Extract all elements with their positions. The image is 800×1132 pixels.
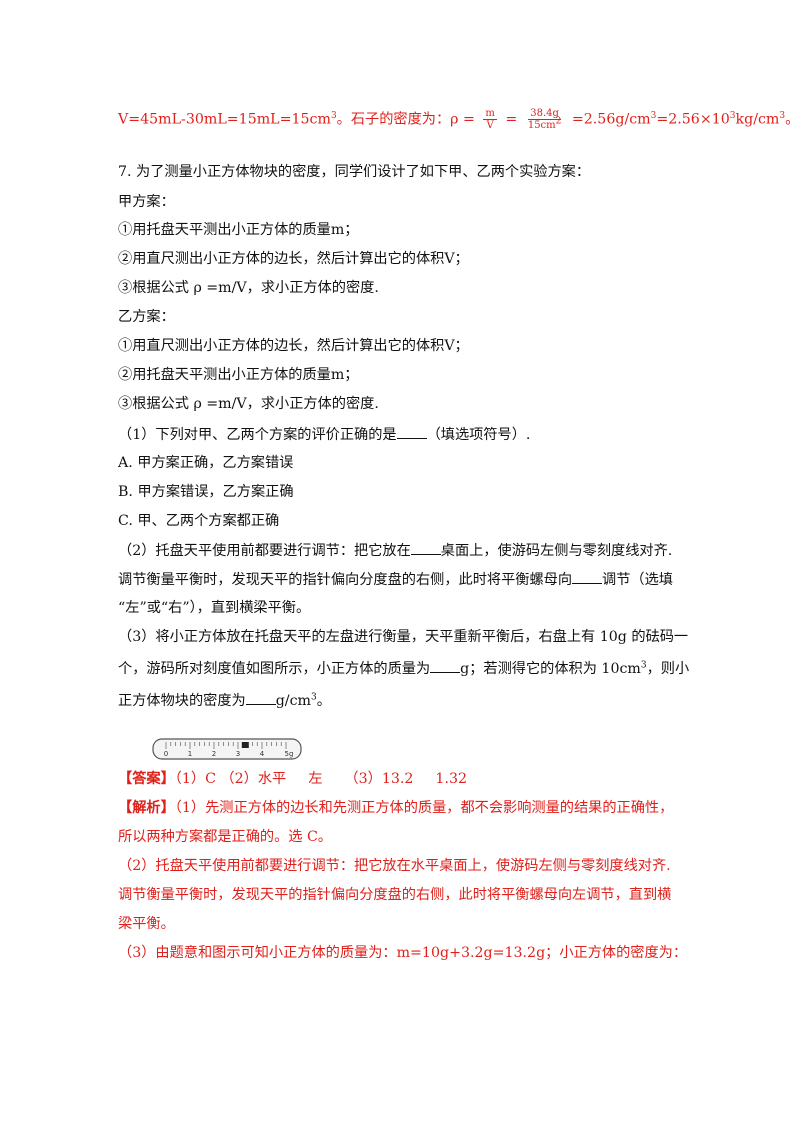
frac-den: 15cm2 <box>526 116 564 131</box>
analysis-text: 调节衡量平衡时，发现天平的指针偏向分度盘的右侧，此时将平衡螺母向左调节，直到横 <box>118 887 672 903</box>
plan-b-step: ①用直尺测出小正方体的边长，然后计算出它的体积V； <box>118 338 469 354</box>
analysis-line: 【解析】（1）先测正方体的边长和先测正方体的质量，都不会影响测量的结果的正确性， <box>118 798 673 818</box>
sup: 3 <box>729 110 736 121</box>
volume-text: V=45mL-30mL=15mL=15cm <box>118 111 331 128</box>
q3-text: g/cm <box>275 693 311 709</box>
sub-question-3-cont: 个，游码所对刻度值如图所示，小正方体的质量为 g；若测得它的体积为 10cm3，则… <box>118 658 689 679</box>
scale-label: 0 <box>164 750 168 758</box>
analysis-text: （3）由题意和图示可知小正方体的质量为：m=10g+3.2g=13.2g；小正方… <box>118 945 688 961</box>
answer-blank <box>410 540 441 555</box>
result-text: =2.56g/cm <box>567 111 651 128</box>
sup: 3 <box>330 110 337 121</box>
answer-text: （1）C （2）水平 <box>174 771 287 787</box>
analysis-text: 梁平衡。 <box>118 916 175 932</box>
equals: = <box>500 111 522 128</box>
answer-text: 左 <box>308 771 323 787</box>
sub-question-3: （3）将小正方体放在托盘天平的左盘进行衡量，天平重新平衡后，右盘上有 10g 的… <box>118 629 689 645</box>
scale-label: 2 <box>212 750 216 758</box>
analysis-text: （1）先测正方体的边长和先测正方体的质量，都不会影响测量的结果的正确性， <box>174 800 674 816</box>
sup: 3 <box>650 110 657 121</box>
q3-text: g；若测得它的体积为 10cm <box>460 661 641 677</box>
sup: 3 <box>640 660 647 671</box>
sub-question-2-cont: “左”或“右”），直到横梁平衡。 <box>118 600 311 616</box>
q1-text: （1）下列对甲、乙两个方案的评价正确的是 <box>118 427 397 443</box>
plan-a-step: ②用直尺测出小正方体的边长，然后计算出它的体积V； <box>118 251 469 267</box>
q3-text: ，则小 <box>646 661 690 677</box>
sup: 3 <box>779 110 786 121</box>
plan-a-step: ③根据公式 ρ =m/V，求小正方体的密度. <box>118 280 379 296</box>
sup: 3 <box>310 692 317 703</box>
frac-num: m <box>483 108 497 120</box>
plan-b-step: ②用托盘天平测出小正方体的质量m； <box>118 367 359 383</box>
answer-text: （3）13.2 <box>344 771 414 787</box>
q1-text: （填选项符号）. <box>426 427 531 443</box>
option-c: C. 甲、乙两个方案都正确 <box>118 513 280 529</box>
q2-text: 桌面上，使游码左侧与零刻度线对齐. <box>440 543 673 559</box>
scale-label: 4 <box>260 750 265 758</box>
scale-labels: 0 1 2 3 4 5g <box>164 750 294 758</box>
scale-ticks <box>165 742 287 749</box>
answer-text: 1.32 <box>435 771 468 787</box>
frac-den-text: 15cm <box>527 120 556 131</box>
sub-question-2: （2）托盘天平使用前都要进行调节：把它放在 桌面上，使游码左侧与零刻度线对齐. <box>118 540 672 561</box>
analysis-text: 所以两种方案都是正确的。选 C。 <box>118 829 332 845</box>
question-title: 7. 为了测量小正方体物块的密度，同学们设计了如下甲、乙两个实验方案： <box>118 164 591 180</box>
sup: 2 <box>555 116 562 127</box>
frac-den: V <box>486 120 494 131</box>
q3-text: 。 <box>316 693 331 709</box>
option-a: A. 甲方案正确，乙方案错误 <box>118 455 294 471</box>
option-b: B. 甲方案错误，乙方案正确 <box>118 484 294 500</box>
analysis-text: （2）托盘天平使用前都要进行调节：把它放在水平桌面上，使游码左侧与零刻度线对齐. <box>118 858 671 874</box>
q3-text: 正方体物块的密度为 <box>118 693 246 709</box>
sub-question-1: （1）下列对甲、乙两个方案的评价正确的是 （填选项符号）. <box>118 424 530 445</box>
density-label: 。石子的密度为：ρ = <box>336 111 480 128</box>
answer-line: 【答案】（1）C （2）水平 左 （3）13.2 1.32 <box>118 769 467 789</box>
plan-b-label: 乙方案： <box>118 309 175 325</box>
plan-a-step: ①用托盘天平测出小正方体的质量m； <box>118 222 359 238</box>
q2-text: 调节（选填 <box>602 572 673 588</box>
frac-num: 38.4g <box>528 108 561 120</box>
q2-text: （2）托盘天平使用前都要进行调节：把它放在 <box>118 543 411 559</box>
answer-blank <box>572 569 603 584</box>
sub-question-3-cont: 正方体物块的密度为 g/cm3。 <box>118 690 331 711</box>
rider-marker <box>241 742 249 748</box>
scale-label: 1 <box>188 750 192 758</box>
scale-body <box>152 738 302 760</box>
answer-blank <box>245 690 276 705</box>
rider-scale-figure: 0 1 2 3 4 5g <box>152 738 302 760</box>
answer-key: 【答案】 <box>118 771 175 787</box>
q2-text: 调节衡量平衡时，发现天平的指针偏向分度盘的右侧，此时将平衡螺母向 <box>118 572 573 588</box>
q3-text: 个，游码所对刻度值如图所示，小正方体的质量为 <box>118 661 431 677</box>
result-text: 。 <box>785 111 800 128</box>
analysis-key: 【解析】 <box>118 800 175 816</box>
sub-question-2-cont: 调节衡量平衡时，发现天平的指针偏向分度盘的右侧，此时将平衡螺母向 调节（选填 <box>118 569 673 590</box>
plan-b-step: ③根据公式 ρ =m/V，求小正方体的密度. <box>118 396 379 412</box>
answer-blank <box>430 658 461 673</box>
result-text: kg/cm <box>735 111 780 128</box>
result-text: =2.56×10 <box>656 111 730 128</box>
answer-blank <box>396 424 427 439</box>
plan-a-label: 甲方案： <box>118 194 175 210</box>
scale-label: 5g <box>285 750 294 758</box>
scale-label: 3 <box>236 750 240 758</box>
